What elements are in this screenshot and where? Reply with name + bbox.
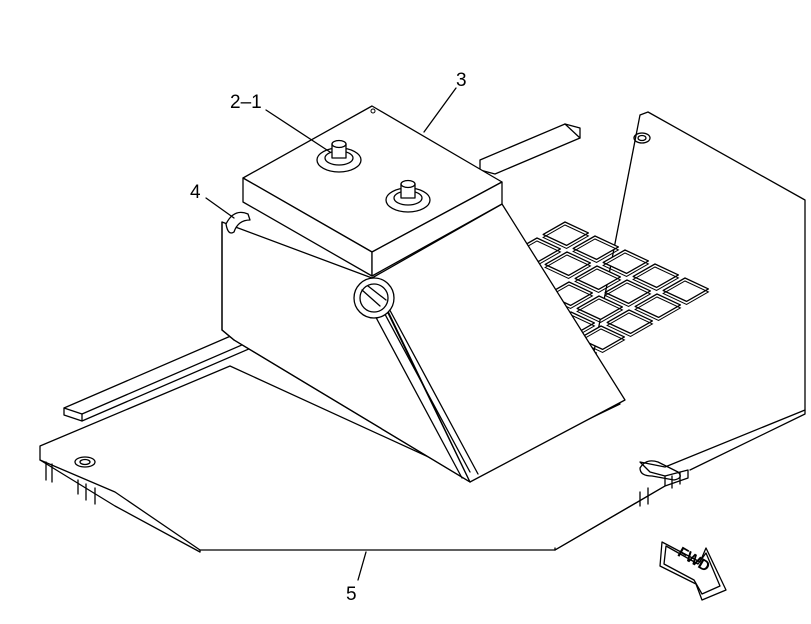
grille-cell-depth — [544, 254, 592, 279]
box-body — [221, 105, 626, 483]
grille-cell-depth — [576, 298, 624, 323]
grille-cell-depth — [574, 268, 622, 293]
grille-cell-depth — [632, 266, 680, 291]
grille-cell — [544, 251, 592, 277]
grille-cell-depth — [662, 280, 710, 305]
latch — [225, 211, 251, 234]
callout-3: 3 — [456, 70, 467, 91]
grille-cell — [576, 295, 624, 321]
grille-cell-depth — [572, 238, 620, 263]
grille-cell — [606, 309, 654, 335]
grille-cell-depth — [542, 224, 590, 249]
leader-3 — [423, 87, 457, 133]
grille-cell-depth — [602, 252, 650, 277]
callout-5: 5 — [346, 584, 357, 605]
leader-4 — [205, 197, 235, 219]
grille-cell — [572, 235, 620, 261]
callout-2-1: 2–1 — [230, 92, 262, 113]
grille-cell — [574, 265, 622, 291]
grille-cell — [662, 277, 710, 303]
grille-cell — [602, 249, 650, 275]
grille-cell-depth — [634, 296, 682, 321]
leader-2-1 — [265, 109, 331, 153]
grille-cell — [542, 221, 590, 247]
grille-cell — [634, 293, 682, 319]
callout-4: 4 — [190, 182, 201, 203]
floor-plate — [39, 111, 806, 553]
grille-cell-depth — [606, 312, 654, 337]
rear-rail — [479, 123, 581, 175]
corner-fitting — [353, 277, 395, 319]
leader-5 — [357, 551, 367, 581]
grille-cell — [578, 325, 626, 351]
grille-cell-depth — [604, 282, 652, 307]
fastener-1 — [316, 139, 362, 173]
grille-cell-depth — [578, 328, 626, 353]
fastener-2 — [385, 179, 431, 213]
grille-cell — [632, 263, 680, 289]
forward-arrow-icon: FWD — [659, 541, 727, 601]
grille-cell — [604, 279, 652, 305]
